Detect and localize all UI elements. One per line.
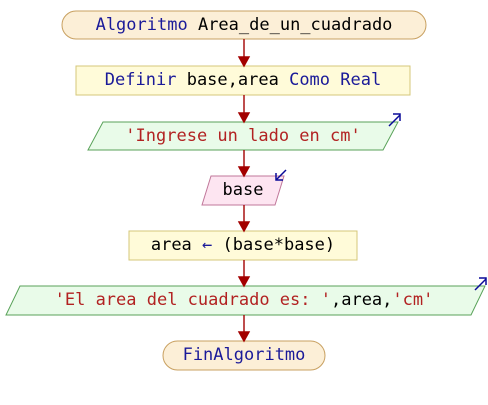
assign-expr: (base*base): [222, 235, 336, 255]
end-text: FinAlgoritmo: [182, 345, 306, 365]
input1-node: base: [204, 176, 282, 205]
arrowhead-6: [237, 331, 251, 343]
output1-text: 'Ingrese un lado en cm': [125, 125, 361, 146]
definition-process-shape: [75, 65, 411, 96]
assign-process-shape: [128, 230, 358, 261]
arrowhead-4: [237, 221, 251, 233]
arrowhead-2: [237, 112, 251, 124]
end-terminal: FinAlgoritmo: [163, 341, 325, 370]
input1-indicator-icon: [275, 169, 287, 181]
output2-str1: 'El area del cuadrado es: ': [54, 290, 331, 310]
output2-sep2: ,: [382, 290, 393, 310]
connectors: [237, 39, 251, 343]
output2-sep1: ,: [330, 290, 342, 310]
algorithm-name: Area_de_un_cuadrado: [197, 14, 393, 35]
output2-str2: 'cm': [392, 290, 434, 310]
definition-type: Como Real: [289, 70, 382, 90]
input1-text: base: [222, 180, 264, 200]
input1-shape: [201, 175, 285, 206]
start-keyword: Algoritmo: [95, 14, 188, 35]
assign-process: area ← (base*base): [129, 231, 357, 260]
definition-process: Definir base,area Como Real: [76, 66, 410, 95]
output1-node: 'Ingrese un lado en cm': [90, 122, 396, 150]
output1-shape: [87, 121, 399, 151]
output1-indicator-icon: [388, 113, 401, 127]
output2-node: 'El area del cuadrado es: ',area,'cm': [8, 286, 480, 315]
arrowhead-5: [237, 276, 251, 288]
assign-arrow-icon: ←: [202, 235, 213, 255]
output2-var: area: [341, 290, 383, 310]
arrowhead-1: [237, 56, 251, 68]
arrowhead-3: [237, 166, 251, 178]
assign-target: area: [150, 235, 192, 255]
definition-keyword: Definir: [104, 70, 177, 90]
output2-shape: [5, 285, 486, 316]
output2-indicator-icon: [474, 277, 487, 291]
definition-vars: base,area: [186, 70, 279, 90]
start-terminal: Algoritmo Area_de_un_cuadrado: [62, 11, 426, 39]
